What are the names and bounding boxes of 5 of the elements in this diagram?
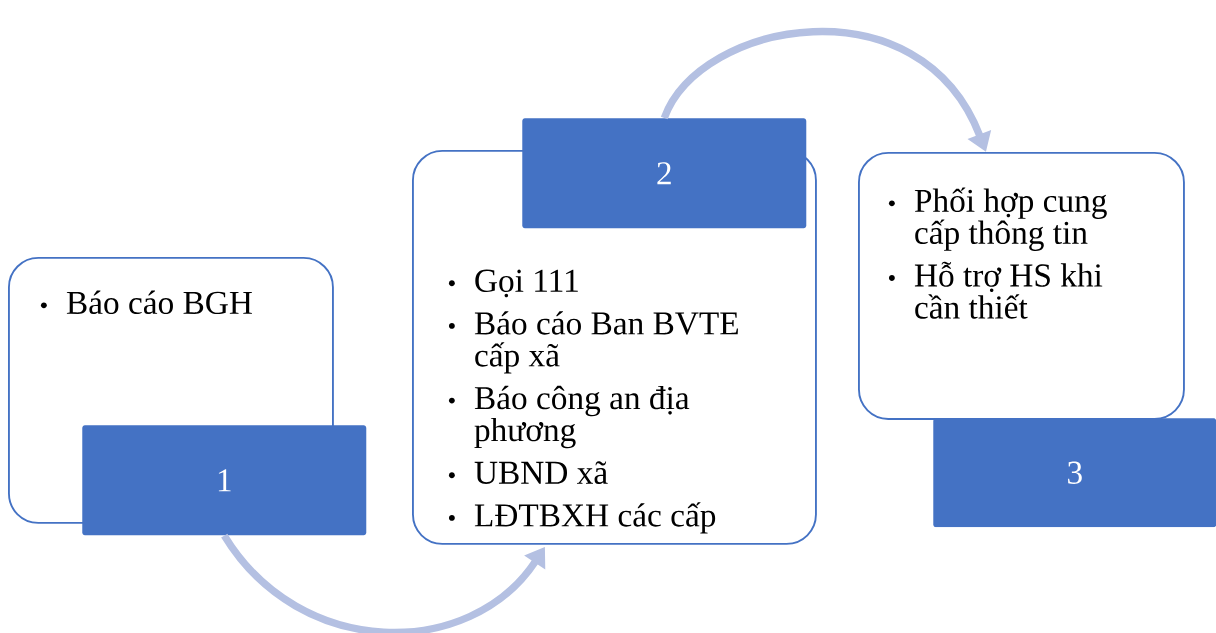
text-card: Phối hợp cung cấp thông tin Hỗ trợ HS khi cần thiết (858, 152, 1185, 420)
curved-arrow (221, 533, 546, 633)
number-box: 3 (933, 418, 1216, 528)
number-box: 1 (82, 425, 367, 536)
number-box: 2 (522, 118, 807, 229)
